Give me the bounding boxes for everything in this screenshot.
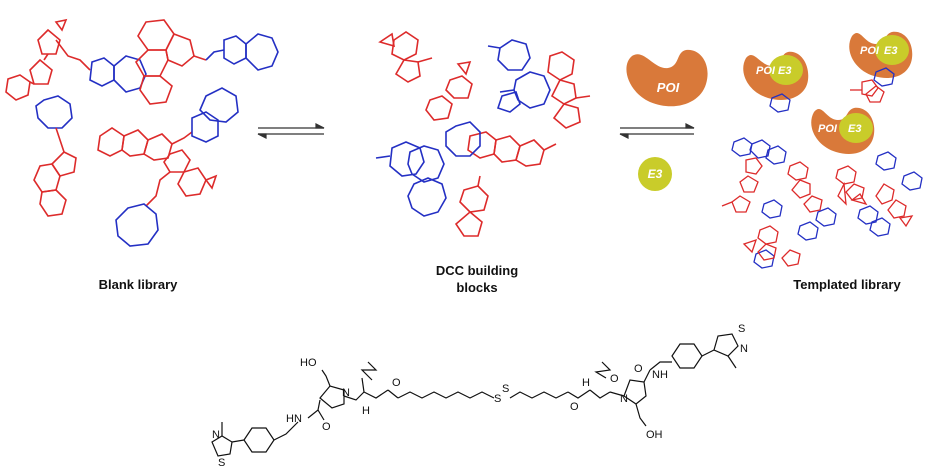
fragment-red [5,18,91,101]
templated-library-label: Templated library [793,277,901,292]
equilibrium-arrow-left [257,123,325,139]
fragment-blue [487,39,551,113]
bivalent-vhl-ligand-structure [211,333,739,457]
fragment-red [97,127,193,161]
poi-label: POI [756,65,776,77]
poi-label: POI [818,123,838,135]
atom-label: S [218,457,225,469]
atom-label: O [634,363,643,375]
atom-label: S [738,323,745,335]
fragment-red [135,19,207,105]
blank-library-fragments [5,18,279,247]
blank-library-label: Blank library [98,277,178,292]
atom-label: NH [652,369,668,381]
templated-library-fragments [721,67,923,269]
atom-label: N [620,393,628,405]
atom-label: N [342,387,350,399]
atom-label: O [392,377,401,389]
atom-label: S [494,393,501,405]
fragment-blue [731,67,923,269]
fragment-red [425,51,591,237]
atom-label: O [570,401,579,413]
fragment-blue [205,33,279,71]
fragment-blue [115,203,159,247]
poi-label: POI [860,45,880,57]
fragment-red [721,79,914,267]
atom-label: H [582,377,590,389]
dcc-building-block-fragments [375,31,591,237]
e3-protein: E3 [638,157,672,191]
atom-label: OH [646,429,663,441]
fragment-red [378,31,433,83]
ternary-complex: POI E3 [849,31,913,78]
poi-label: POI [657,80,680,95]
fragment-blue [375,121,481,217]
atom-label: O [322,421,331,433]
dcc-building-blocks-label: DCC building blocks [392,262,562,296]
atom-label: HO [300,357,317,369]
equilibrium-arrow-right [619,123,695,139]
fragment-blue [35,95,73,129]
atom-label: S [502,383,509,395]
atom-label: O [610,373,619,385]
e3-label: E3 [648,167,663,181]
dcc-label-line2: blocks [456,280,498,295]
e3-label: E3 [778,65,791,77]
atom-label: N [740,343,748,355]
atom-label: H [362,405,370,417]
atom-label: HN [286,413,302,425]
atom-label: N [212,429,220,441]
fragment-blue [191,87,239,143]
e3-label: E3 [884,45,897,57]
poi-protein: POI [626,49,708,107]
fragment-red [33,127,77,217]
e3-label: E3 [848,123,861,135]
structure-atom-labels: S N HN O HO N H O S S O H O N OH O NH S … [212,323,748,469]
ternary-complex: POI E3 [811,107,875,154]
ternary-complex: POI E3 [743,51,809,100]
fragment-red [145,149,218,207]
dcc-label-line1: DCC building [435,263,519,278]
